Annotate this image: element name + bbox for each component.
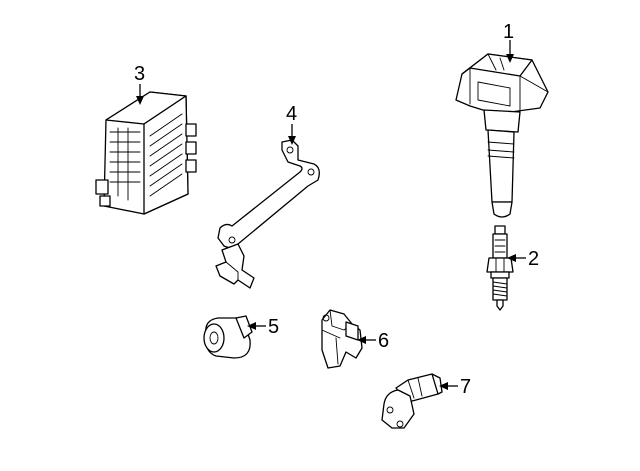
callout-3-arrow [136,96,144,105]
callout-1-arrow [506,54,514,63]
callout-5-arrow [247,322,256,330]
callout-3-label: 3 [134,63,145,85]
spark-plug-part[interactable] [486,225,514,311]
callout-7-label: 7 [460,376,471,398]
callout-2-arrow [507,254,516,262]
knock-sensor-part[interactable] [203,315,253,359]
callout-4-arrow [288,136,296,145]
callout-6-arrow [357,336,366,344]
callout-6-label: 6 [378,330,389,352]
callout-1-label: 1 [503,21,514,43]
crankshaft-sensor-part[interactable] [381,373,443,429]
camshaft-sensor-part[interactable] [321,309,363,369]
ignition-coil-part[interactable] [455,53,549,218]
callout-2-label: 2 [528,248,539,270]
callout-7-arrow [439,382,448,390]
callout-4-label: 4 [286,103,297,125]
callout-5-label: 5 [268,316,279,338]
ecm-module-part[interactable] [95,91,197,215]
bracket-part[interactable] [215,139,320,289]
